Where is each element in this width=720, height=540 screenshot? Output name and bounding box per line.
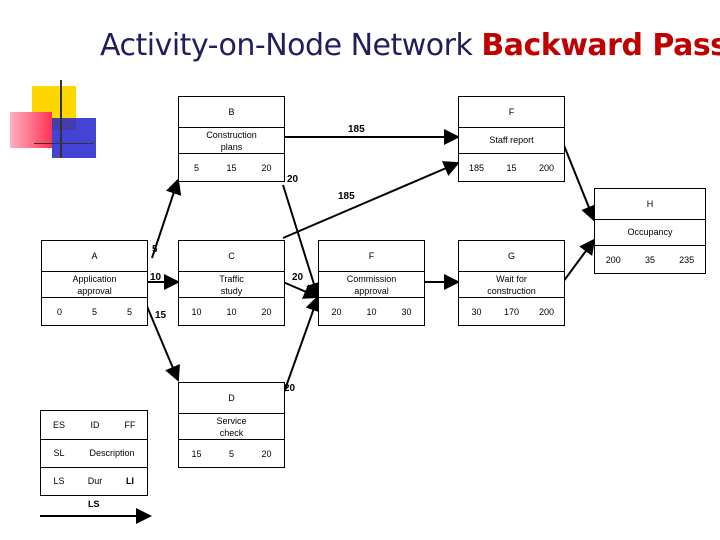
legend-ls: LS bbox=[53, 476, 65, 486]
deco-vertical-line bbox=[60, 80, 62, 158]
node-id: A bbox=[42, 241, 147, 272]
node-id: B bbox=[179, 97, 284, 128]
legend-sl: SL bbox=[53, 448, 65, 458]
deco-horizontal-line bbox=[34, 143, 94, 144]
legend-lf: LI bbox=[126, 476, 134, 486]
arrow-b-e bbox=[282, 184, 322, 299]
node-description: Staff report bbox=[459, 127, 564, 154]
arrow-c-e bbox=[282, 281, 320, 299]
arrow-a-b bbox=[151, 178, 182, 259]
arrow-e-f bbox=[282, 161, 460, 239]
legend-node: ES ID FF SL Description LS Dur LI bbox=[40, 410, 148, 496]
label-b-f: 185 bbox=[348, 124, 365, 135]
label-b-bottom: 20 bbox=[287, 174, 299, 185]
node-description: Occupancy bbox=[595, 219, 705, 246]
legend-id: ID bbox=[90, 420, 100, 430]
node-id: F bbox=[319, 241, 424, 272]
legend-arrow-label: LS bbox=[88, 499, 100, 509]
legend-row-top: ES ID FF bbox=[41, 411, 147, 440]
legend-es: ES bbox=[52, 420, 65, 430]
label-d-20: 20 bbox=[284, 383, 296, 394]
page-title: Activity-on-Node Network Backward Pass bbox=[100, 28, 720, 63]
legend-dur: Dur bbox=[87, 476, 103, 486]
legend-description: Description bbox=[89, 448, 135, 458]
node-id: G bbox=[459, 241, 564, 272]
title-highlight: Backward Pass bbox=[481, 28, 720, 63]
legend-row-bottom: LS Dur LI bbox=[41, 467, 147, 495]
deco-blue-square bbox=[52, 118, 96, 158]
node-id: F bbox=[459, 97, 564, 128]
label-f-h: 185 bbox=[338, 191, 355, 202]
title-main: Activity-on-Node Network bbox=[100, 28, 482, 63]
node-id: H bbox=[595, 189, 705, 220]
arrow-f-h bbox=[562, 142, 597, 222]
deco-red-square bbox=[10, 112, 52, 148]
legend-row-middle: SL Description bbox=[41, 439, 147, 468]
arrow-g-h bbox=[562, 238, 596, 283]
legend-ef: FF bbox=[124, 420, 136, 430]
label-a-10: 10 bbox=[150, 272, 162, 283]
node-id: C bbox=[179, 241, 284, 272]
label-a-5: 5 bbox=[152, 244, 158, 255]
node-id: D bbox=[179, 383, 284, 414]
arrow-a-d bbox=[145, 303, 180, 382]
arrow-d-e bbox=[282, 295, 321, 396]
label-a-15: 15 bbox=[155, 310, 167, 321]
label-c-20: 20 bbox=[292, 272, 304, 283]
